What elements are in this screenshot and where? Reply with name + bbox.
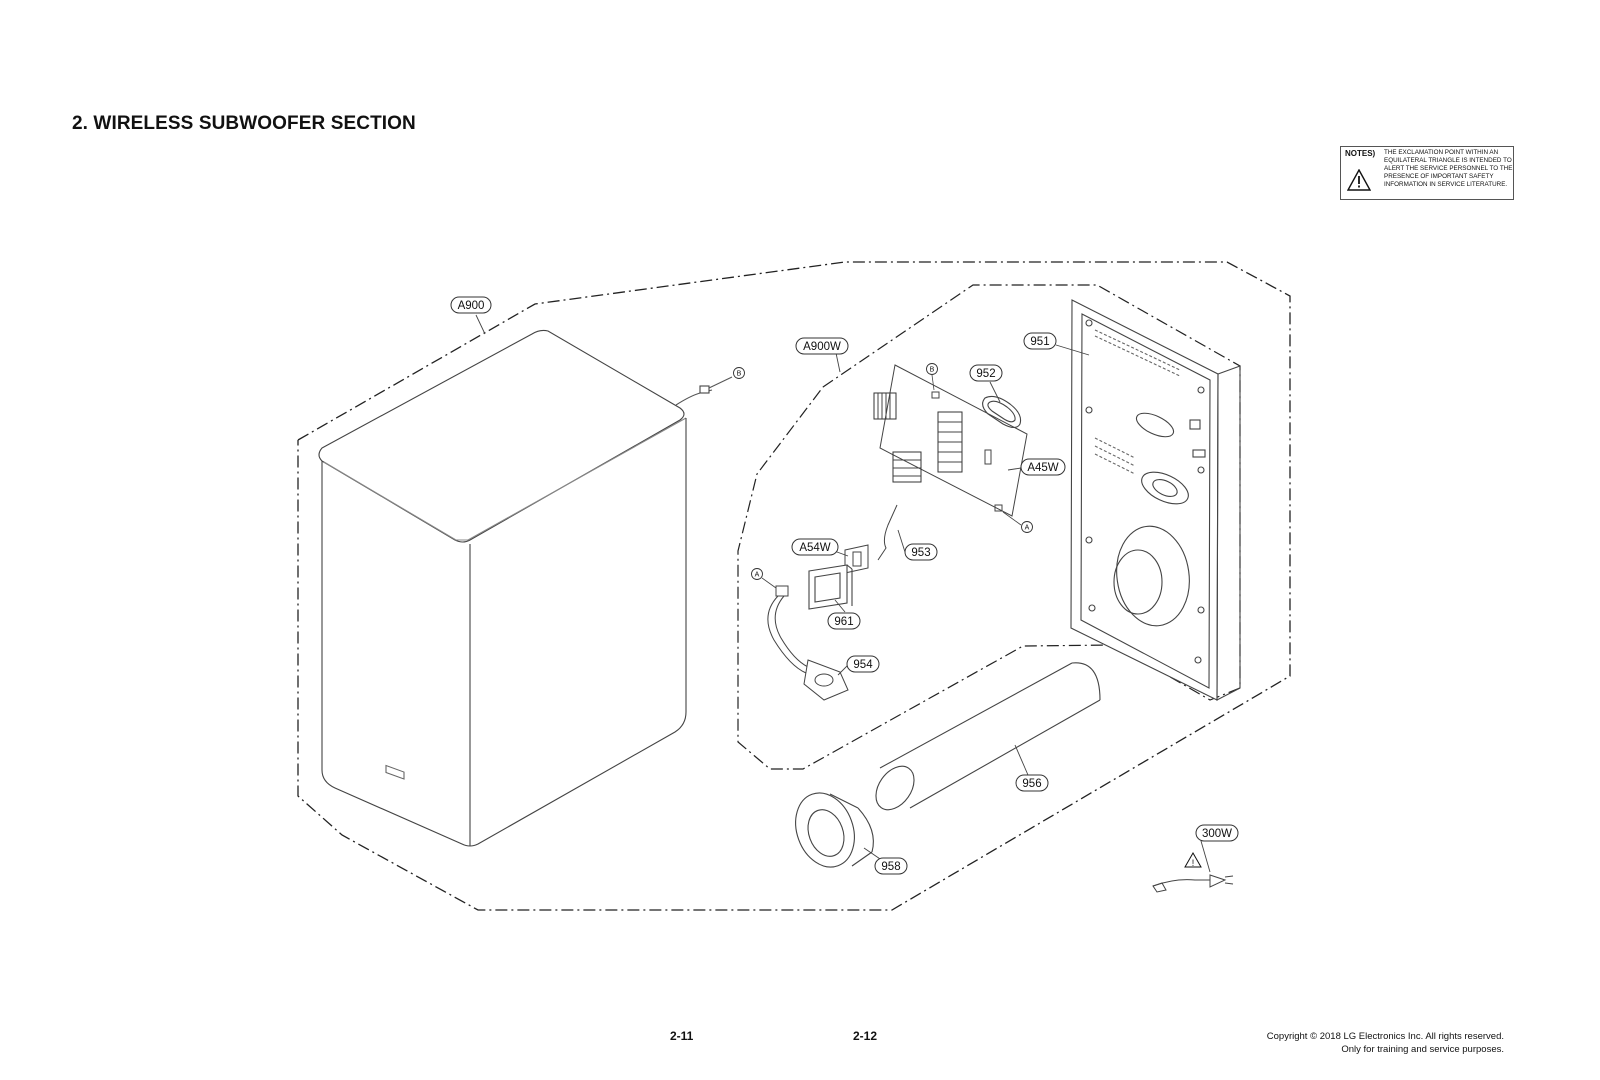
callout-961: 961 xyxy=(827,612,861,630)
copyright-line-2: Only for training and service purposes. xyxy=(1341,1044,1504,1055)
page-number-left: 2-11 xyxy=(670,1029,694,1043)
main-pcb xyxy=(873,364,1028,517)
outer-boundary xyxy=(297,261,1291,911)
callout-a900w-label: A900W xyxy=(803,341,841,353)
connector-b-board: B xyxy=(926,363,938,391)
connector-a-board-label: A xyxy=(1025,525,1030,532)
callout-a900-label: A900 xyxy=(458,300,485,312)
bracket-a54w xyxy=(844,544,869,574)
connector-a-board: A xyxy=(1002,511,1033,533)
svg-text:!: ! xyxy=(1192,858,1195,868)
notes-box: NOTES) THE EXCLAMATION POINT WITHIN AN E… xyxy=(1340,146,1514,200)
callout-a45w-label: A45W xyxy=(1027,462,1058,474)
power-cord-300w: ! xyxy=(1152,851,1234,893)
callout-956: 956 xyxy=(1015,774,1049,792)
connector-b-top-label: B xyxy=(737,371,742,378)
callout-a45w: A45W xyxy=(1020,458,1066,476)
copyright: Copyright © 2018 LG Electronics Inc. All… xyxy=(1267,1030,1504,1056)
module-961 xyxy=(808,564,853,610)
leader-lines xyxy=(475,314,1211,873)
callout-952-label: 952 xyxy=(976,368,995,380)
callout-953: 953 xyxy=(904,543,938,561)
callout-954-label: 954 xyxy=(853,659,873,671)
callout-958-label: 958 xyxy=(881,861,900,873)
callout-953-label: 953 xyxy=(911,547,930,559)
callout-958: 958 xyxy=(874,857,908,875)
socket-cable-954 xyxy=(767,585,849,701)
inner-boundary xyxy=(737,284,1241,770)
warning-triangle-icon xyxy=(1347,169,1371,191)
callout-a54w-label: A54W xyxy=(799,542,830,554)
back-panel-951 xyxy=(1070,299,1241,701)
callout-956-label: 956 xyxy=(1022,778,1041,790)
copyright-line-1: Copyright © 2018 LG Electronics Inc. All… xyxy=(1266,1031,1504,1042)
callout-300w-label: 300W xyxy=(1202,828,1232,840)
notes-text: THE EXCLAMATION POINT WITHIN AN EQUILATE… xyxy=(1384,149,1513,189)
callout-961-label: 961 xyxy=(834,616,853,628)
flat-cable-953 xyxy=(877,504,898,561)
section-title: 2. WIRELESS SUBWOOFER SECTION xyxy=(72,113,416,134)
subwoofer-cabinet xyxy=(318,329,733,847)
callout-300w: 300W xyxy=(1195,824,1239,842)
callout-954: 954 xyxy=(846,655,880,673)
callout-952: 952 xyxy=(969,364,1003,382)
connector-b-board-label: B xyxy=(930,367,935,374)
connector-b-top: B xyxy=(733,367,745,379)
page-number-right: 2-12 xyxy=(853,1029,878,1043)
callout-a900w: A900W xyxy=(795,337,849,355)
port-tube-956 xyxy=(875,662,1101,811)
callout-a900: A900 xyxy=(450,296,492,314)
connector-a-cable-label: A xyxy=(755,572,760,579)
callout-a54w: A54W xyxy=(791,538,839,556)
callout-951-label: 951 xyxy=(1030,336,1049,348)
port-flange-958 xyxy=(795,792,874,868)
notes-label: NOTES) xyxy=(1345,149,1376,158)
connector-a-cable: A xyxy=(751,568,777,589)
callout-951: 951 xyxy=(1023,332,1057,350)
ring-952 xyxy=(982,395,1022,429)
